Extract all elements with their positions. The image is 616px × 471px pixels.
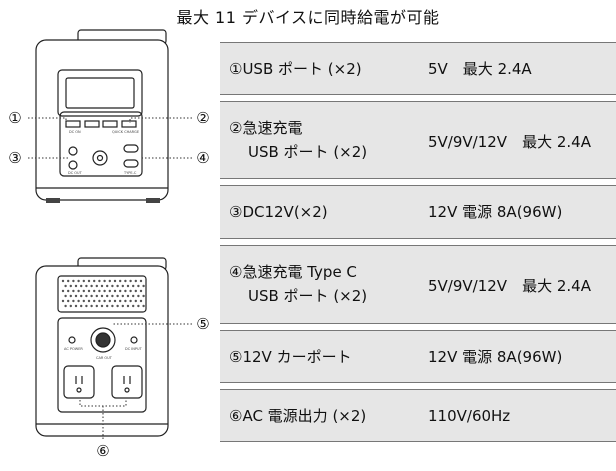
spec-row: ⑤12V カーポート 12V 電源 8A(96W) bbox=[220, 330, 616, 384]
spec-row-value: 5V/9V/12V 最大 2.4A bbox=[428, 277, 591, 295]
back-label-2: CAR OUT bbox=[96, 356, 113, 360]
page-title: 最大 11 デバイスに同時給電が可能 bbox=[176, 8, 440, 27]
spec-row-label: ③DC12V(×2) bbox=[229, 203, 328, 222]
spec-row-label: ⑤12V カーポート bbox=[229, 348, 352, 367]
spec-row-label-line2: USB ポート (×2) bbox=[248, 287, 368, 305]
back-device-image bbox=[35, 257, 169, 437]
spec-row: ④急速充電 Type C USB ポート (×2) 5V/9V/12V 最大 2… bbox=[220, 245, 616, 325]
back-label-3: DC INPUT bbox=[125, 347, 143, 351]
front-label-1: DC ON bbox=[69, 130, 81, 134]
front-device-image bbox=[35, 29, 169, 203]
spec-row: ②急速充電 USB ポート (×2) 5V/9V/12V 最大 2.4A bbox=[220, 100, 616, 180]
spec-table: ①USB ポート (×2) 5V 最大 2.4A ②急速充電 USB ポート (… bbox=[220, 42, 616, 442]
callout-1: ① bbox=[8, 109, 22, 127]
spec-row-value: 110V/60Hz bbox=[428, 407, 511, 426]
front-label-2: QUICK CHARGE bbox=[112, 130, 139, 134]
spec-row-value: 5V 最大 2.4A bbox=[428, 60, 532, 78]
spec-row-label: ②急速充電 bbox=[229, 118, 303, 137]
back-label-1: AC POWER bbox=[64, 347, 83, 351]
spec-row: ①USB ポート (×2) 5V 最大 2.4A bbox=[220, 42, 616, 95]
callout-5: ⑤ bbox=[196, 315, 210, 333]
callout-2: ② bbox=[196, 109, 210, 127]
device-illustrations: DC ON QUICK CHARGE DC OUT TYPE-C AC POWE… bbox=[28, 29, 192, 440]
vent-grille bbox=[61, 279, 145, 308]
spec-row-label: ①USB ポート (×2) bbox=[229, 60, 362, 78]
front-label-4: TYPE-C bbox=[123, 171, 137, 175]
spec-row-value: 5V/9V/12V 最大 2.4A bbox=[428, 132, 591, 151]
spec-row-value: 12V 電源 8A(96W) bbox=[428, 348, 563, 367]
callout-4: ④ bbox=[196, 149, 210, 167]
callout-3: ③ bbox=[8, 149, 22, 167]
callout-6: ⑥ bbox=[96, 442, 110, 460]
spec-row: ⑥AC 電源出力 (×2) 110V/60Hz bbox=[220, 389, 616, 442]
spec-row-label: ⑥AC 電源出力 (×2) bbox=[229, 407, 367, 426]
spec-row-label: ④急速充電 Type C bbox=[229, 263, 357, 281]
spec-row-value: 12V 電源 8A(96W) bbox=[428, 203, 563, 222]
spec-row: ③DC12V(×2) 12V 電源 8A(96W) bbox=[220, 185, 616, 239]
leader-lines bbox=[28, 117, 192, 440]
front-label-3: DC OUT bbox=[68, 171, 83, 175]
spec-row-label-line2: USB ポート (×2) bbox=[248, 142, 368, 161]
